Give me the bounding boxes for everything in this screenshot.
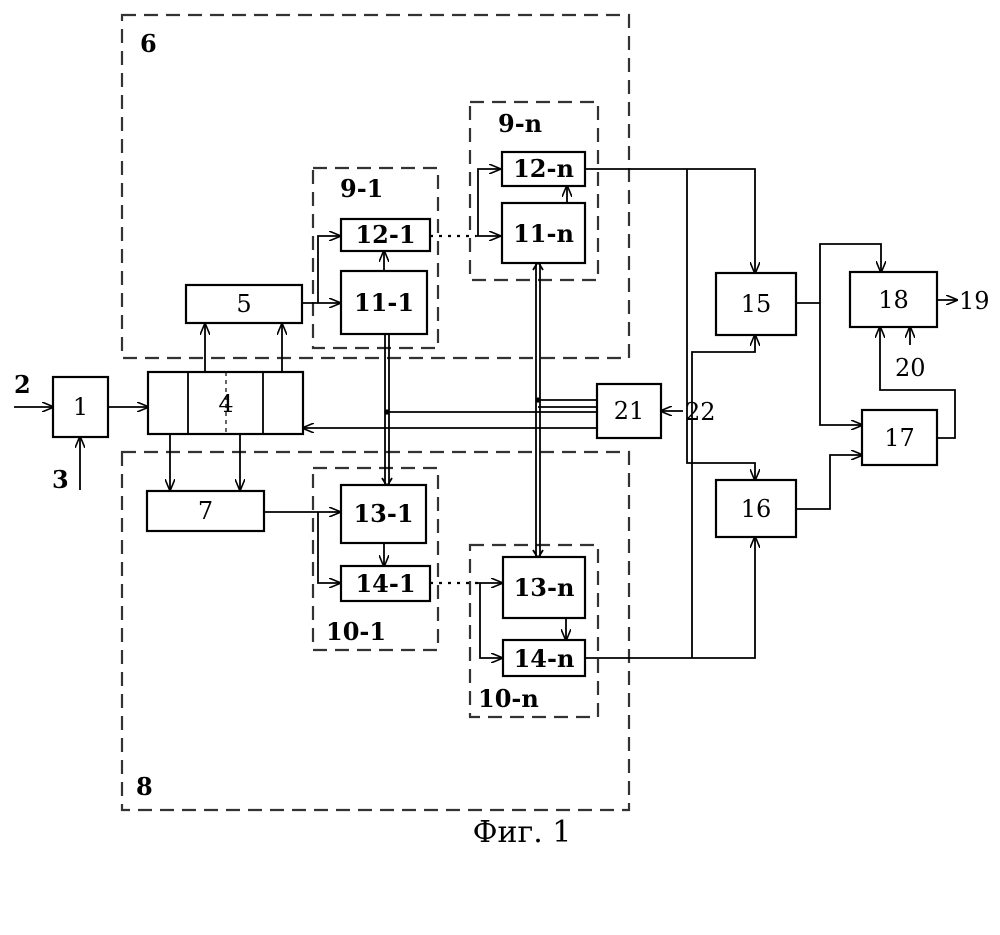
junction-dot-n xyxy=(535,397,540,402)
block-12-1: 12-1 xyxy=(341,219,430,251)
arrow-into-14-n xyxy=(480,583,502,658)
block-1-label: 1 xyxy=(73,393,88,421)
group-8-label: 8 xyxy=(136,772,153,801)
terminal-20-label: 20 xyxy=(895,354,926,382)
block-13-1: 13-1 xyxy=(341,485,426,543)
block-7: 7 xyxy=(147,491,264,531)
group-10-1-label: 10-1 xyxy=(326,617,386,646)
terminal-19-label: 19 xyxy=(959,287,990,315)
arrow-7-to-14-1 xyxy=(318,512,340,583)
block-14-n-label: 14-n xyxy=(514,644,575,673)
block-13-n-label: 13-n xyxy=(514,573,575,602)
block-11-n: 11-n xyxy=(502,203,585,263)
bus-n-arrowheads xyxy=(533,262,543,558)
group-9-n-label: 9-n xyxy=(498,109,542,138)
group-9-1-label: 9-1 xyxy=(340,174,383,203)
arrow-12-n-to-15 xyxy=(585,169,755,273)
block-12-n: 12-n xyxy=(502,152,585,186)
arrow-16-to-17 xyxy=(796,455,862,509)
block-13-1-label: 13-1 xyxy=(353,499,413,528)
block-21-label: 21 xyxy=(614,397,645,425)
block-15-label: 15 xyxy=(741,290,772,318)
block-5: 5 xyxy=(186,285,302,323)
figure-caption: Фиг. 1 xyxy=(473,815,572,850)
block-11-1: 11-1 xyxy=(341,271,427,334)
group-10-n-label: 10-n xyxy=(478,684,539,713)
block-11-1-label: 11-1 xyxy=(354,288,414,317)
block-1: 1 xyxy=(53,377,108,437)
block-17: 17 xyxy=(862,410,937,465)
block-21: 21 xyxy=(597,384,661,438)
block-12-1-label: 12-1 xyxy=(355,220,415,249)
block-16-label: 16 xyxy=(741,495,772,523)
block-14-1-label: 14-1 xyxy=(355,569,415,598)
arrow-into-12-n xyxy=(478,169,500,236)
terminal-22-label: 22 xyxy=(685,398,716,426)
block-5-label: 5 xyxy=(236,290,251,318)
block-18: 18 xyxy=(850,272,937,327)
terminal-3-label: 3 xyxy=(52,465,69,494)
block-7-label: 7 xyxy=(198,497,213,525)
terminal-2-label: 2 xyxy=(14,370,31,399)
block-12-n-label: 12-n xyxy=(513,154,574,183)
block-13-n: 13-n xyxy=(503,557,585,618)
block-16: 16 xyxy=(716,480,796,537)
block-4: 4 xyxy=(148,372,303,434)
block-14-n: 14-n xyxy=(503,640,585,676)
arrow-5-to-12-1 xyxy=(318,236,340,303)
arrow-14-n-to-16 xyxy=(585,537,755,658)
block-14-1: 14-1 xyxy=(341,566,430,601)
junction-dot-1 xyxy=(384,409,389,414)
block-18-label: 18 xyxy=(878,286,909,314)
block-17-label: 17 xyxy=(884,424,915,452)
block-4-label: 4 xyxy=(218,390,233,418)
block-11-n-label: 11-n xyxy=(513,219,574,248)
block-15: 15 xyxy=(716,273,796,335)
group-6-label: 6 xyxy=(140,29,157,58)
